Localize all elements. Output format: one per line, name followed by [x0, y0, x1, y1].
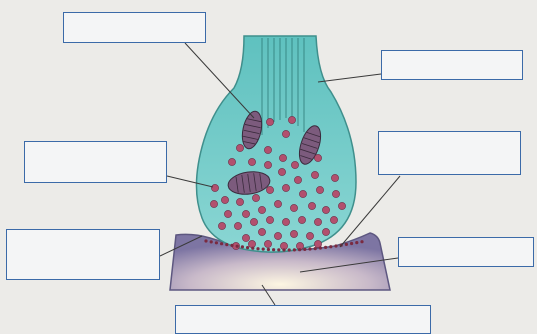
vesicle	[290, 204, 297, 211]
label-box-receptors[interactable]	[175, 305, 431, 334]
vesicle	[282, 130, 289, 137]
vesicle	[264, 161, 271, 168]
label-box-synaptic-vesicles[interactable]	[378, 131, 521, 175]
vesicle	[264, 240, 271, 247]
vesicle	[211, 184, 218, 191]
vesicle	[306, 232, 313, 239]
receptor-dot	[220, 242, 223, 245]
vesicle	[314, 218, 321, 225]
receptor-dot	[324, 246, 327, 249]
vesicle	[338, 202, 345, 209]
vesicle	[332, 190, 339, 197]
receptor-dot	[293, 248, 296, 251]
receptor-dot	[251, 247, 254, 250]
label-box-postsynaptic-membrane[interactable]	[398, 237, 534, 267]
receptor-dot	[282, 248, 285, 251]
vesicle	[258, 206, 265, 213]
receptor-dot	[262, 248, 265, 251]
receptor-dot	[267, 248, 270, 251]
vesicle	[291, 161, 298, 168]
label-box-mitochondrion[interactable]	[24, 141, 167, 183]
vesicle	[248, 158, 255, 165]
vesicle	[299, 190, 306, 197]
vesicle	[210, 200, 217, 207]
vesicle	[322, 228, 329, 235]
receptor-dot	[241, 245, 244, 248]
vesicle	[264, 146, 271, 153]
vesicle	[279, 154, 286, 161]
receptor-dot	[256, 247, 259, 250]
vesicle	[218, 222, 225, 229]
vesicle	[282, 184, 289, 191]
receptor-dot	[236, 245, 239, 248]
vesicle	[298, 216, 305, 223]
vesicle	[221, 196, 228, 203]
receptor-dot	[350, 242, 353, 245]
vesicle	[322, 206, 329, 213]
receptor-dot	[355, 241, 358, 244]
receptor-dot	[210, 240, 213, 243]
vesicle	[250, 218, 257, 225]
receptor-dot	[277, 248, 280, 251]
vesicle	[252, 194, 259, 201]
label-box-axon-membrane[interactable]	[381, 50, 523, 80]
vesicle	[228, 158, 235, 165]
receptor-dot	[204, 239, 207, 242]
vesicle	[290, 230, 297, 237]
label-box-synaptic-cleft[interactable]	[6, 229, 160, 280]
vesicle	[248, 240, 255, 247]
vesicle	[331, 174, 338, 181]
leader-line-axon-membrane	[318, 74, 381, 82]
receptor-dot	[230, 244, 233, 247]
vesicle	[311, 171, 318, 178]
receptor-dot	[288, 248, 291, 251]
receptor-dot	[303, 248, 306, 251]
vesicle	[274, 232, 281, 239]
label-box-axon[interactable]	[63, 12, 206, 43]
receptor-dot	[215, 241, 218, 244]
receptor-dot	[334, 244, 337, 247]
vesicle	[242, 234, 249, 241]
vesicle	[294, 176, 301, 183]
vesicle	[236, 144, 243, 151]
vesicle	[308, 202, 315, 209]
receptor-dot	[345, 243, 348, 246]
vesicle	[316, 186, 323, 193]
vesicle	[242, 210, 249, 217]
vesicle	[274, 200, 281, 207]
vesicle	[266, 118, 273, 125]
receptor-dot	[308, 247, 311, 250]
vesicle	[288, 116, 295, 123]
receptor-dot	[360, 240, 363, 243]
receptor-dot	[246, 246, 249, 249]
receptor-dot	[314, 247, 317, 250]
vesicle	[330, 216, 337, 223]
receptor-dot	[298, 248, 301, 251]
vesicle	[224, 210, 231, 217]
vesicle	[314, 154, 321, 161]
receptor-dot	[329, 245, 332, 248]
receptor-dot	[319, 246, 322, 249]
receptor-dot	[272, 248, 275, 251]
vesicle	[236, 198, 243, 205]
vesicle	[266, 216, 273, 223]
vesicle	[278, 168, 285, 175]
vesicle	[234, 222, 241, 229]
receptor-dot	[225, 243, 228, 246]
vesicle	[282, 218, 289, 225]
vesicle	[258, 228, 265, 235]
vesicle	[266, 186, 273, 193]
